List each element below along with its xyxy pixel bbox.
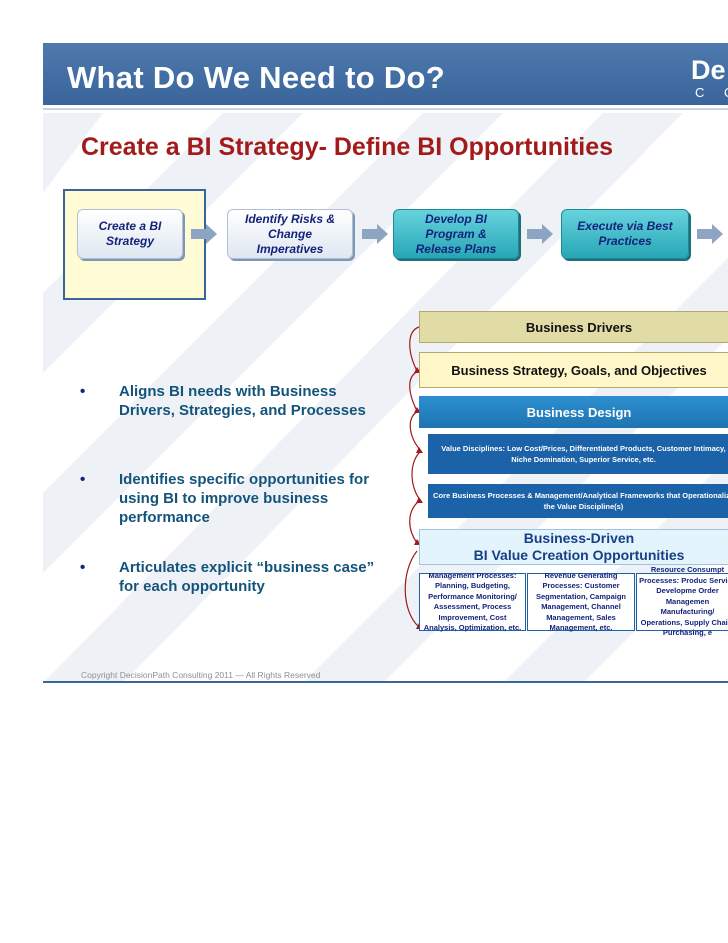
- core-processes-box: Core Business Processes & Management/Ana…: [428, 484, 728, 518]
- core-processes-label: Core Business Processes & Management/Ana…: [433, 491, 728, 511]
- title-bar: [43, 43, 728, 105]
- bullet-dot: •: [80, 471, 86, 488]
- business-strategy-box: Business Strategy, Goals, and Objectives: [419, 352, 728, 388]
- bullet-text: Aligns BI needs with Business Drivers, S…: [119, 383, 366, 419]
- copyright-notice: Copyright DecisionPath Consulting 2011 —…: [81, 670, 321, 680]
- chevron-right-icon: [362, 224, 388, 244]
- resource-processes-box: Resource Consumpt Processes: Produc Serv…: [636, 565, 728, 637]
- step-develop-program: Develop BI Program & Release Plans: [393, 209, 519, 259]
- business-strategy-label: Business Strategy, Goals, and Objectives: [451, 362, 707, 378]
- step-label: Identify Risks & Change Imperatives: [244, 211, 336, 256]
- chevron-right-icon: [191, 224, 217, 244]
- footer-divider: [43, 681, 728, 683]
- step-create-strategy: Create a BI Strategy: [77, 209, 183, 259]
- bi-driven-opportunities-box: Business-Driven BI Value Creation Opport…: [419, 529, 728, 565]
- step-label: Execute via Best Practices: [577, 219, 673, 248]
- business-drivers-box: Business Drivers: [419, 311, 728, 343]
- company-logo-subtext: C O: [695, 85, 728, 100]
- chevron-right-icon: [697, 224, 723, 244]
- step-execute: Execute via Best Practices: [561, 209, 689, 259]
- slide-title: What Do We Need to Do?: [67, 60, 446, 95]
- bi-driven-line2: BI Value Creation Opportunities: [473, 547, 685, 563]
- value-disciplines-label: Value Disciplines: Low Cost/Prices, Diff…: [441, 444, 726, 464]
- revenue-processes-box: Revenue Generating Processes: Customer S…: [527, 570, 635, 633]
- company-logo: De: [691, 55, 726, 85]
- title-divider: [43, 105, 728, 108]
- slide-subtitle: Create a BI Strategy- Define BI Opportun…: [81, 133, 614, 161]
- step-identify-risks: Identify Risks & Change Imperatives: [227, 209, 353, 259]
- slide: What Do We Need to Do? De C O Create a B…: [43, 43, 728, 683]
- resource-processes-label: Resource Consumpt Processes: Produc Serv…: [639, 565, 728, 638]
- management-processes-label: Management Processes: Planning, Budgetin…: [423, 570, 522, 633]
- bullet-dot: •: [80, 559, 86, 576]
- title-divider-shadow: [43, 108, 728, 110]
- bullet-text: Identifies specific opportunities for us…: [119, 471, 370, 526]
- bi-driven-line1: Business-Driven: [523, 530, 635, 546]
- business-design-box: Business Design: [419, 396, 728, 428]
- business-drivers-label: Business Drivers: [525, 319, 633, 335]
- revenue-processes-label: Revenue Generating Processes: Customer S…: [535, 570, 626, 633]
- chevron-right-icon: [527, 224, 553, 244]
- bullet-text: Articulates explicit “business case” for…: [119, 559, 375, 595]
- management-processes-box: Management Processes: Planning, Budgetin…: [419, 570, 526, 633]
- value-disciplines-box: Value Disciplines: Low Cost/Prices, Diff…: [428, 434, 728, 474]
- bullet-dot: •: [80, 383, 86, 400]
- business-design-label: Business Design: [526, 404, 632, 420]
- step-label: Create a BI Strategy: [98, 219, 162, 248]
- step-label: Develop BI Program & Release Plans: [415, 211, 497, 256]
